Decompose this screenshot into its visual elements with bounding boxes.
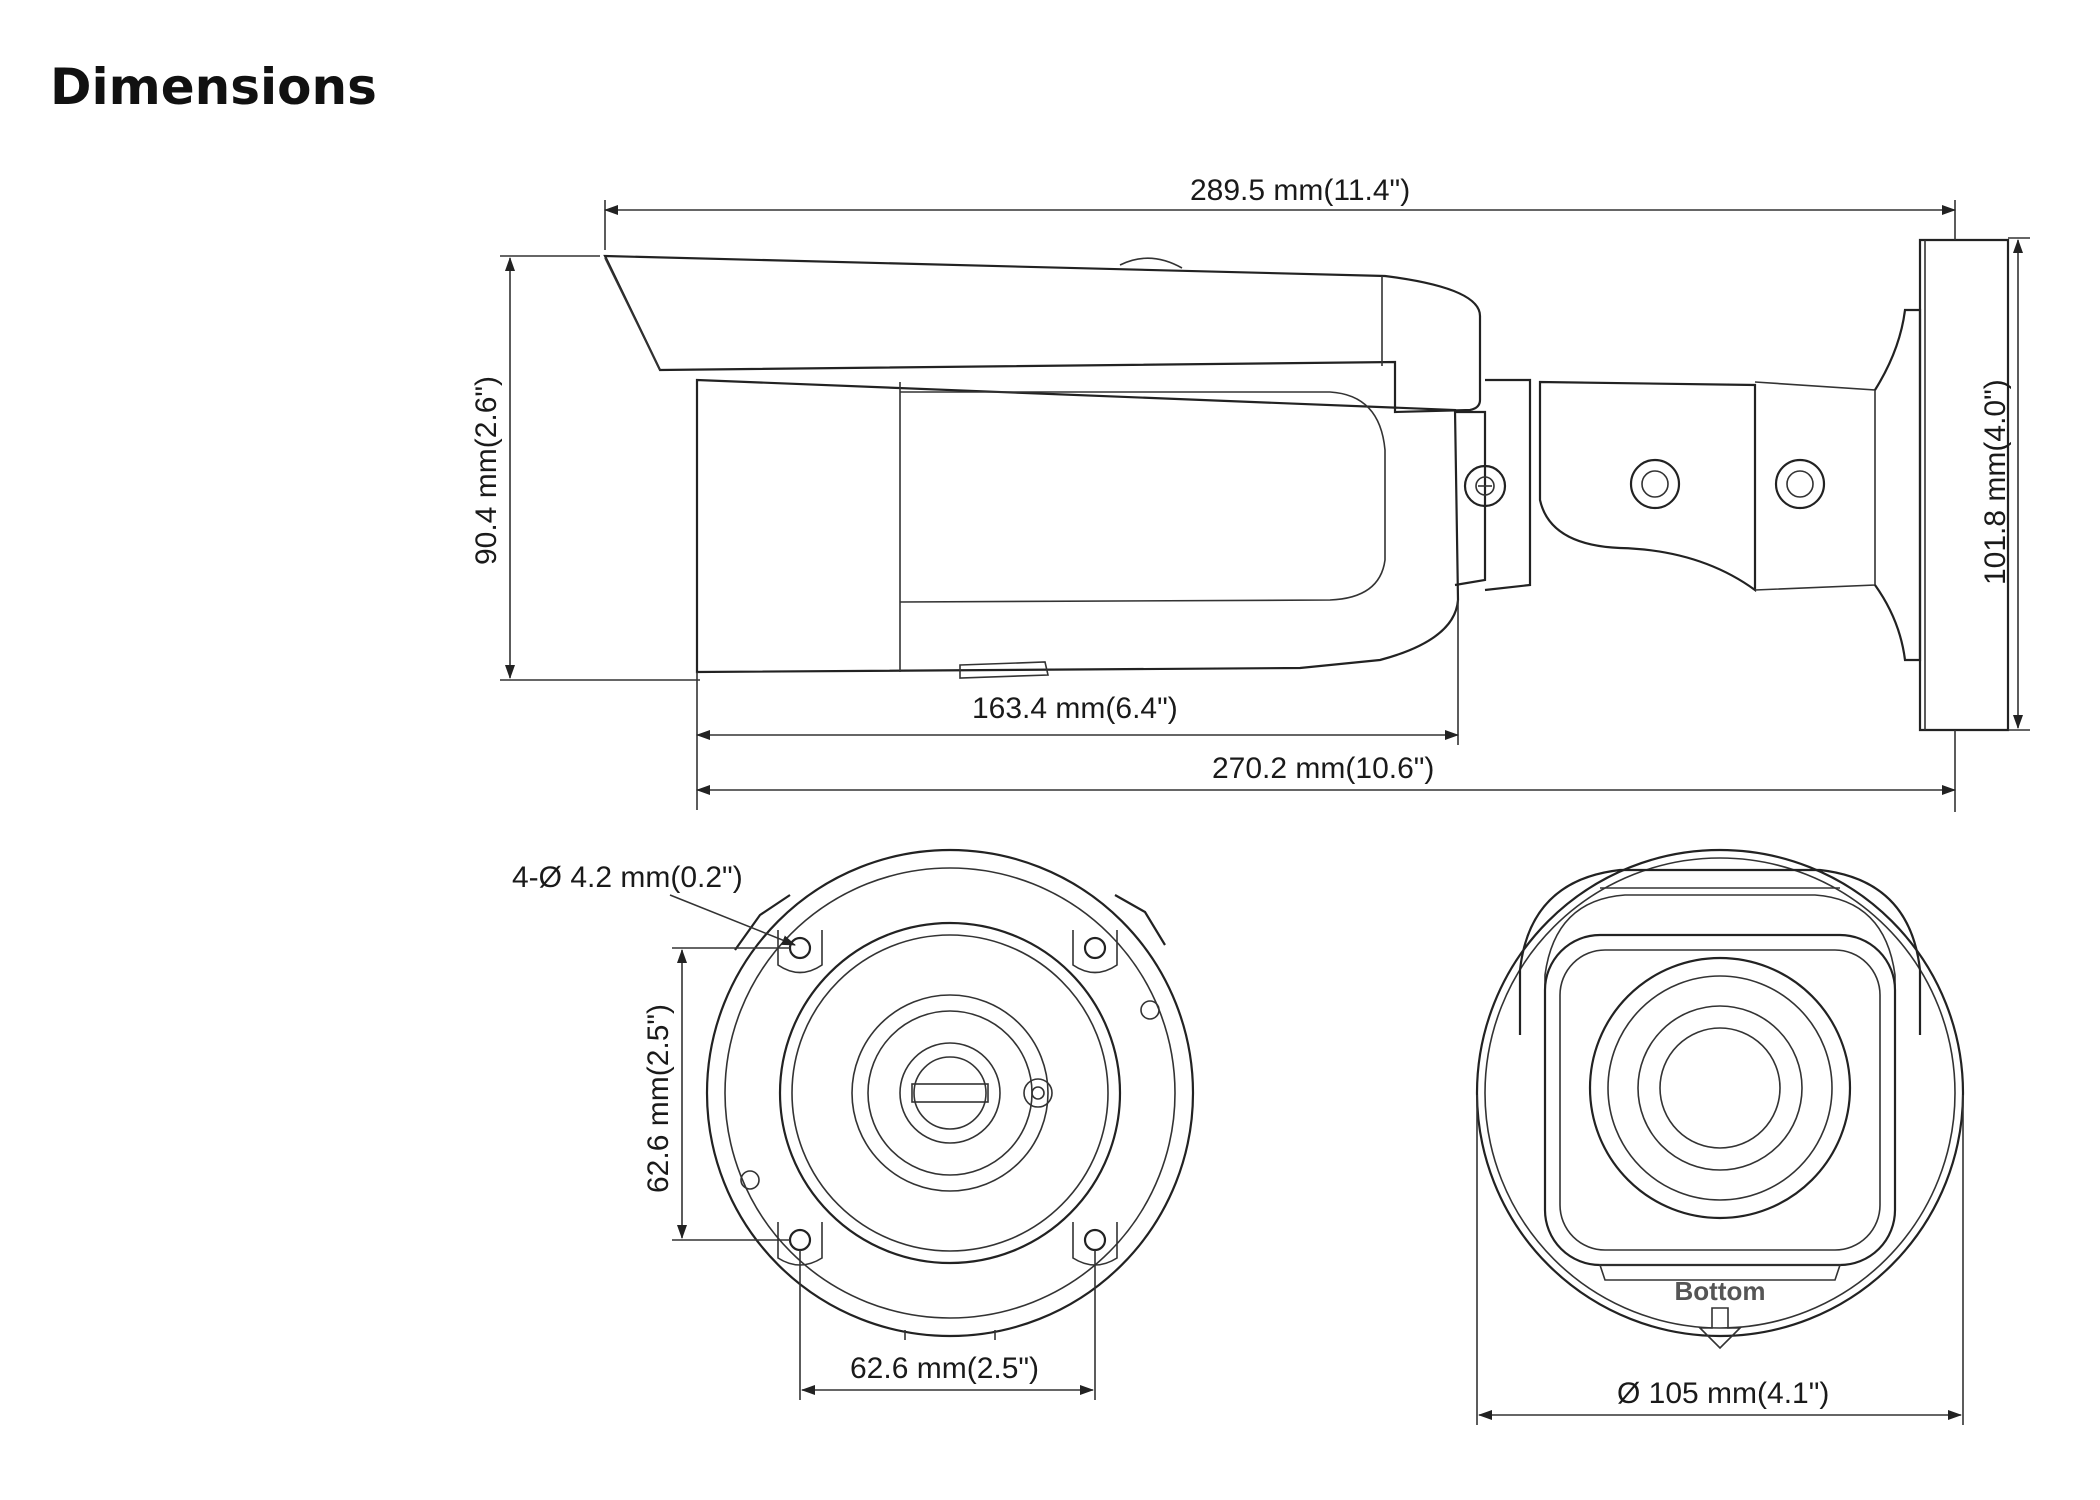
- dim-body-height: 90.4 mm(2.6"): [470, 376, 503, 565]
- bottom-marking: Bottom: [1675, 1276, 1766, 1306]
- side-dimensions: 289.5 mm(11.4") 90.4 mm(2.6") 101.8 mm(4…: [470, 174, 2030, 812]
- mount-view: [705, 848, 1195, 1340]
- dim-body-length: 270.2 mm(10.6"): [1212, 752, 1434, 785]
- dim-sunshield-length: 163.4 mm(6.4"): [972, 692, 1178, 725]
- mount-dimensions: 4-Ø 4.2 mm(0.2") 62.6 mm(2.5") 62.6 mm(2…: [512, 861, 1096, 1400]
- side-view: [603, 238, 2010, 732]
- dim-front-diameter: Ø 105 mm(4.1"): [1617, 1377, 1829, 1410]
- dim-hole-spacing-horizontal: 62.6 mm(2.5"): [850, 1352, 1039, 1385]
- dim-hole-spacing-vertical: 62.6 mm(2.5"): [642, 1004, 675, 1193]
- dim-mount-height: 101.8 mm(4.0"): [1979, 379, 2012, 585]
- dim-hole-spec: 4-Ø 4.2 mm(0.2"): [512, 861, 743, 894]
- front-dimensions: Ø 105 mm(4.1"): [1476, 1095, 1964, 1425]
- dim-overall-length: 289.5 mm(11.4"): [1190, 174, 1410, 207]
- front-view: Bottom: [1475, 848, 1965, 1350]
- page-title: Dimensions: [50, 58, 377, 116]
- down-arrow-icon: [1698, 1307, 1742, 1350]
